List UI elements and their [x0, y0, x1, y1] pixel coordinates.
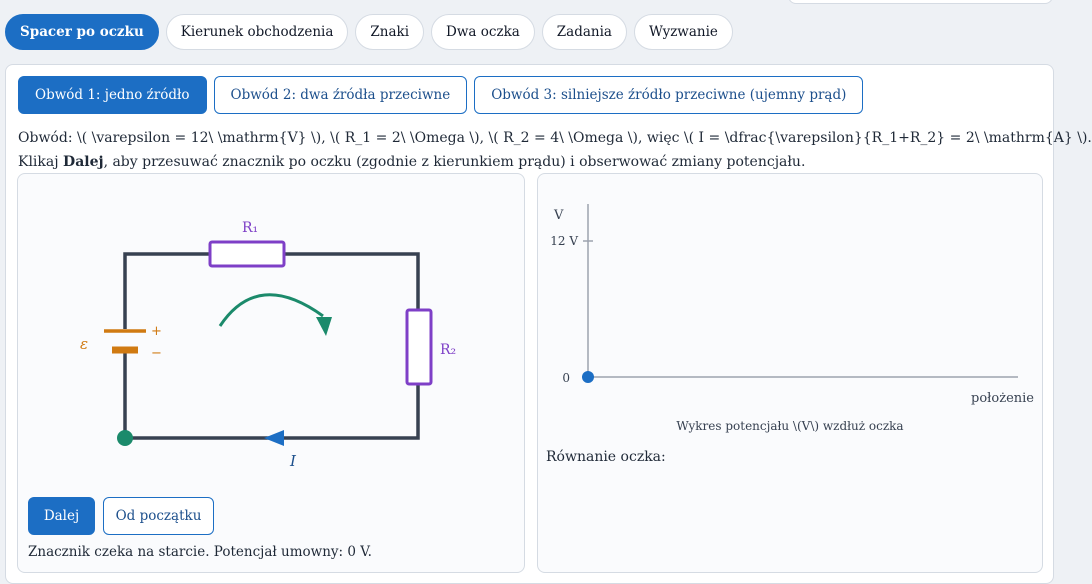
loop-direction-arc — [218, 293, 324, 327]
description-line-1: Obwód: \( \varepsilon = 12\ \mathrm{V} \… — [18, 130, 1092, 146]
subtab-obwod-3[interactable]: Obwód 3: silniejsze źródło przeciwne (uj… — [474, 76, 864, 114]
tab-spacer-po-oczku[interactable]: Spacer po oczku — [5, 14, 159, 50]
emf-label: ε — [80, 335, 88, 353]
plot-y-axis-label: V — [553, 208, 564, 223]
potential-plot-card: V 12 V 0 położenie Wykres potencjału \(V… — [537, 173, 1043, 573]
loop-equation-label: Równanie oczka: — [546, 449, 666, 465]
reset-button[interactable]: Od początku — [103, 497, 214, 535]
circuit-wire-bottom — [123, 352, 420, 440]
plot-y-tick-top-label: 12 V — [550, 234, 578, 248]
battery-plus: + — [151, 324, 162, 339]
plot-position-marker — [582, 371, 594, 383]
next-button[interactable]: Dalej — [28, 497, 95, 535]
loop-direction-arrowhead-icon — [316, 317, 332, 336]
description-line-2: Klikaj Dalej, aby przesuwać znacznik po … — [18, 150, 1092, 174]
status-text: Znacznik czeka na starcie. Potencjał umo… — [28, 544, 372, 560]
start-marker — [117, 430, 133, 446]
potential-plot: V 12 V 0 położenie Wykres potencjału \(V… — [550, 204, 1034, 433]
tab-zadania[interactable]: Zadania — [541, 14, 627, 50]
tab-znaki[interactable]: Znaki — [355, 14, 425, 50]
current-arrow-icon — [264, 430, 284, 446]
subtab-obwod-2[interactable]: Obwód 2: dwa źródła przeciwne — [213, 76, 468, 114]
description-bold-dalej: Dalej — [63, 154, 104, 170]
description-prefix: Klikaj — [18, 154, 64, 170]
circuit-card: R₁ R₂ + − ε I Dalej Od początku Znacznik… — [17, 173, 525, 573]
tab-kierunek-obchodzenia[interactable]: Kierunek obchodzenia — [165, 14, 349, 50]
tab-dwa-oczka[interactable]: Dwa oczka — [431, 14, 535, 50]
plot-y-tick-zero-label: 0 — [562, 371, 570, 385]
main-tabs: Spacer po oczku Kierunek obchodzenia Zna… — [5, 14, 733, 50]
current-label: I — [289, 452, 297, 470]
resistor-r1 — [208, 240, 286, 268]
description-suffix: , aby przesuwać znacznik po oczku (zgodn… — [103, 154, 806, 170]
circuit-subtabs: Obwód 1: jedno źródło Obwód 2: dwa źródł… — [18, 76, 864, 114]
resistor-r2-label: R₂ — [440, 342, 456, 358]
subtab-obwod-1[interactable]: Obwód 1: jedno źródło — [18, 76, 207, 114]
circuit-diagram: R₁ R₂ + − ε I — [80, 220, 456, 470]
circuit-wire-top-right — [284, 252, 420, 310]
resistor-r2 — [405, 308, 433, 386]
circuit-description: Obwód: \( \varepsilon = 12\ \mathrm{V} \… — [18, 126, 1092, 174]
circuit-wire-top-left — [123, 252, 210, 329]
battery-minus: − — [151, 346, 162, 361]
top-right-element-edge — [788, 0, 1053, 4]
plot-caption: Wykres potencjału \(V\) wzdłuż oczka — [676, 419, 903, 433]
tab-wyzwanie[interactable]: Wyzwanie — [633, 14, 733, 50]
plot-x-axis-label: położenie — [971, 391, 1034, 406]
resistor-r1-label: R₁ — [242, 220, 258, 236]
